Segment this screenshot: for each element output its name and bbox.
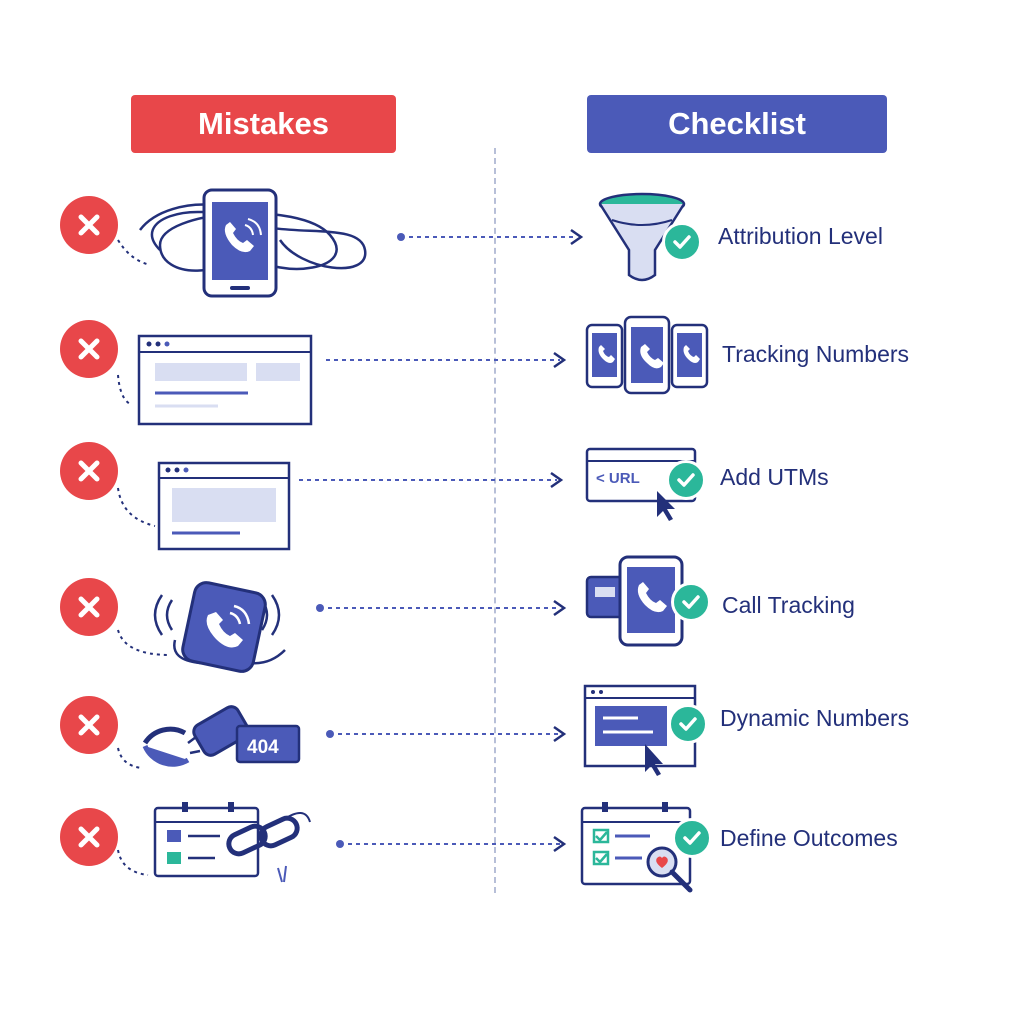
checklist-label: Dynamic Numbers xyxy=(720,705,910,731)
funnel-icon xyxy=(598,192,686,282)
phone-card-icon xyxy=(585,555,684,647)
error-404-badge: 404 xyxy=(247,737,279,758)
checklist-label: Call Tracking xyxy=(722,592,855,618)
x-icon xyxy=(60,442,118,500)
checklist-label: Add UTMs xyxy=(720,464,829,490)
three-phones-icon xyxy=(585,315,709,395)
row-1: Attribution Level xyxy=(0,180,1024,298)
connector-arrow xyxy=(316,599,567,617)
calendar-checklist-icon xyxy=(580,802,693,893)
mistakes-header: Mistakes xyxy=(131,95,396,153)
x-icon xyxy=(60,578,118,636)
connector-arrow xyxy=(397,228,584,246)
connector-arrow xyxy=(326,351,567,369)
browser-window-icon xyxy=(117,461,291,551)
x-icon xyxy=(60,320,118,378)
connector-arrow xyxy=(299,471,564,489)
ringing-phone-icon xyxy=(117,581,286,673)
checklist-label: Attribution Level xyxy=(718,223,883,249)
row-3: < URL Add UTMs xyxy=(0,440,1024,551)
tangled-phone-icon xyxy=(117,188,367,298)
checklist-label: Define Outcomes xyxy=(720,825,898,851)
row-6: Define Outcomes xyxy=(0,800,1024,910)
checklist-header: Checklist xyxy=(587,95,887,153)
browser-window-icon xyxy=(117,334,313,426)
check-icon xyxy=(672,818,712,858)
url-text: < URL xyxy=(596,470,640,487)
check-icon xyxy=(662,222,702,262)
check-icon xyxy=(666,460,706,500)
mistakes-header-label: Mistakes xyxy=(198,106,329,141)
row-5: 404 Dynamic Numbers xyxy=(0,684,1024,800)
connector-arrow xyxy=(326,725,567,743)
x-icon xyxy=(60,696,118,754)
connector-arrow xyxy=(336,835,567,853)
row-2: Tracking Numbers xyxy=(0,310,1024,426)
checklist-header-label: Checklist xyxy=(668,106,806,141)
broken-link-404-icon xyxy=(117,705,301,769)
x-icon xyxy=(60,808,118,866)
check-icon xyxy=(671,582,711,622)
calendar-broken-chain-icon xyxy=(117,802,311,883)
checklist-label: Tracking Numbers xyxy=(722,341,910,367)
x-icon xyxy=(60,196,118,254)
center-divider xyxy=(494,148,496,893)
row-4: Call Tracking xyxy=(0,555,1024,680)
check-icon xyxy=(668,704,708,744)
